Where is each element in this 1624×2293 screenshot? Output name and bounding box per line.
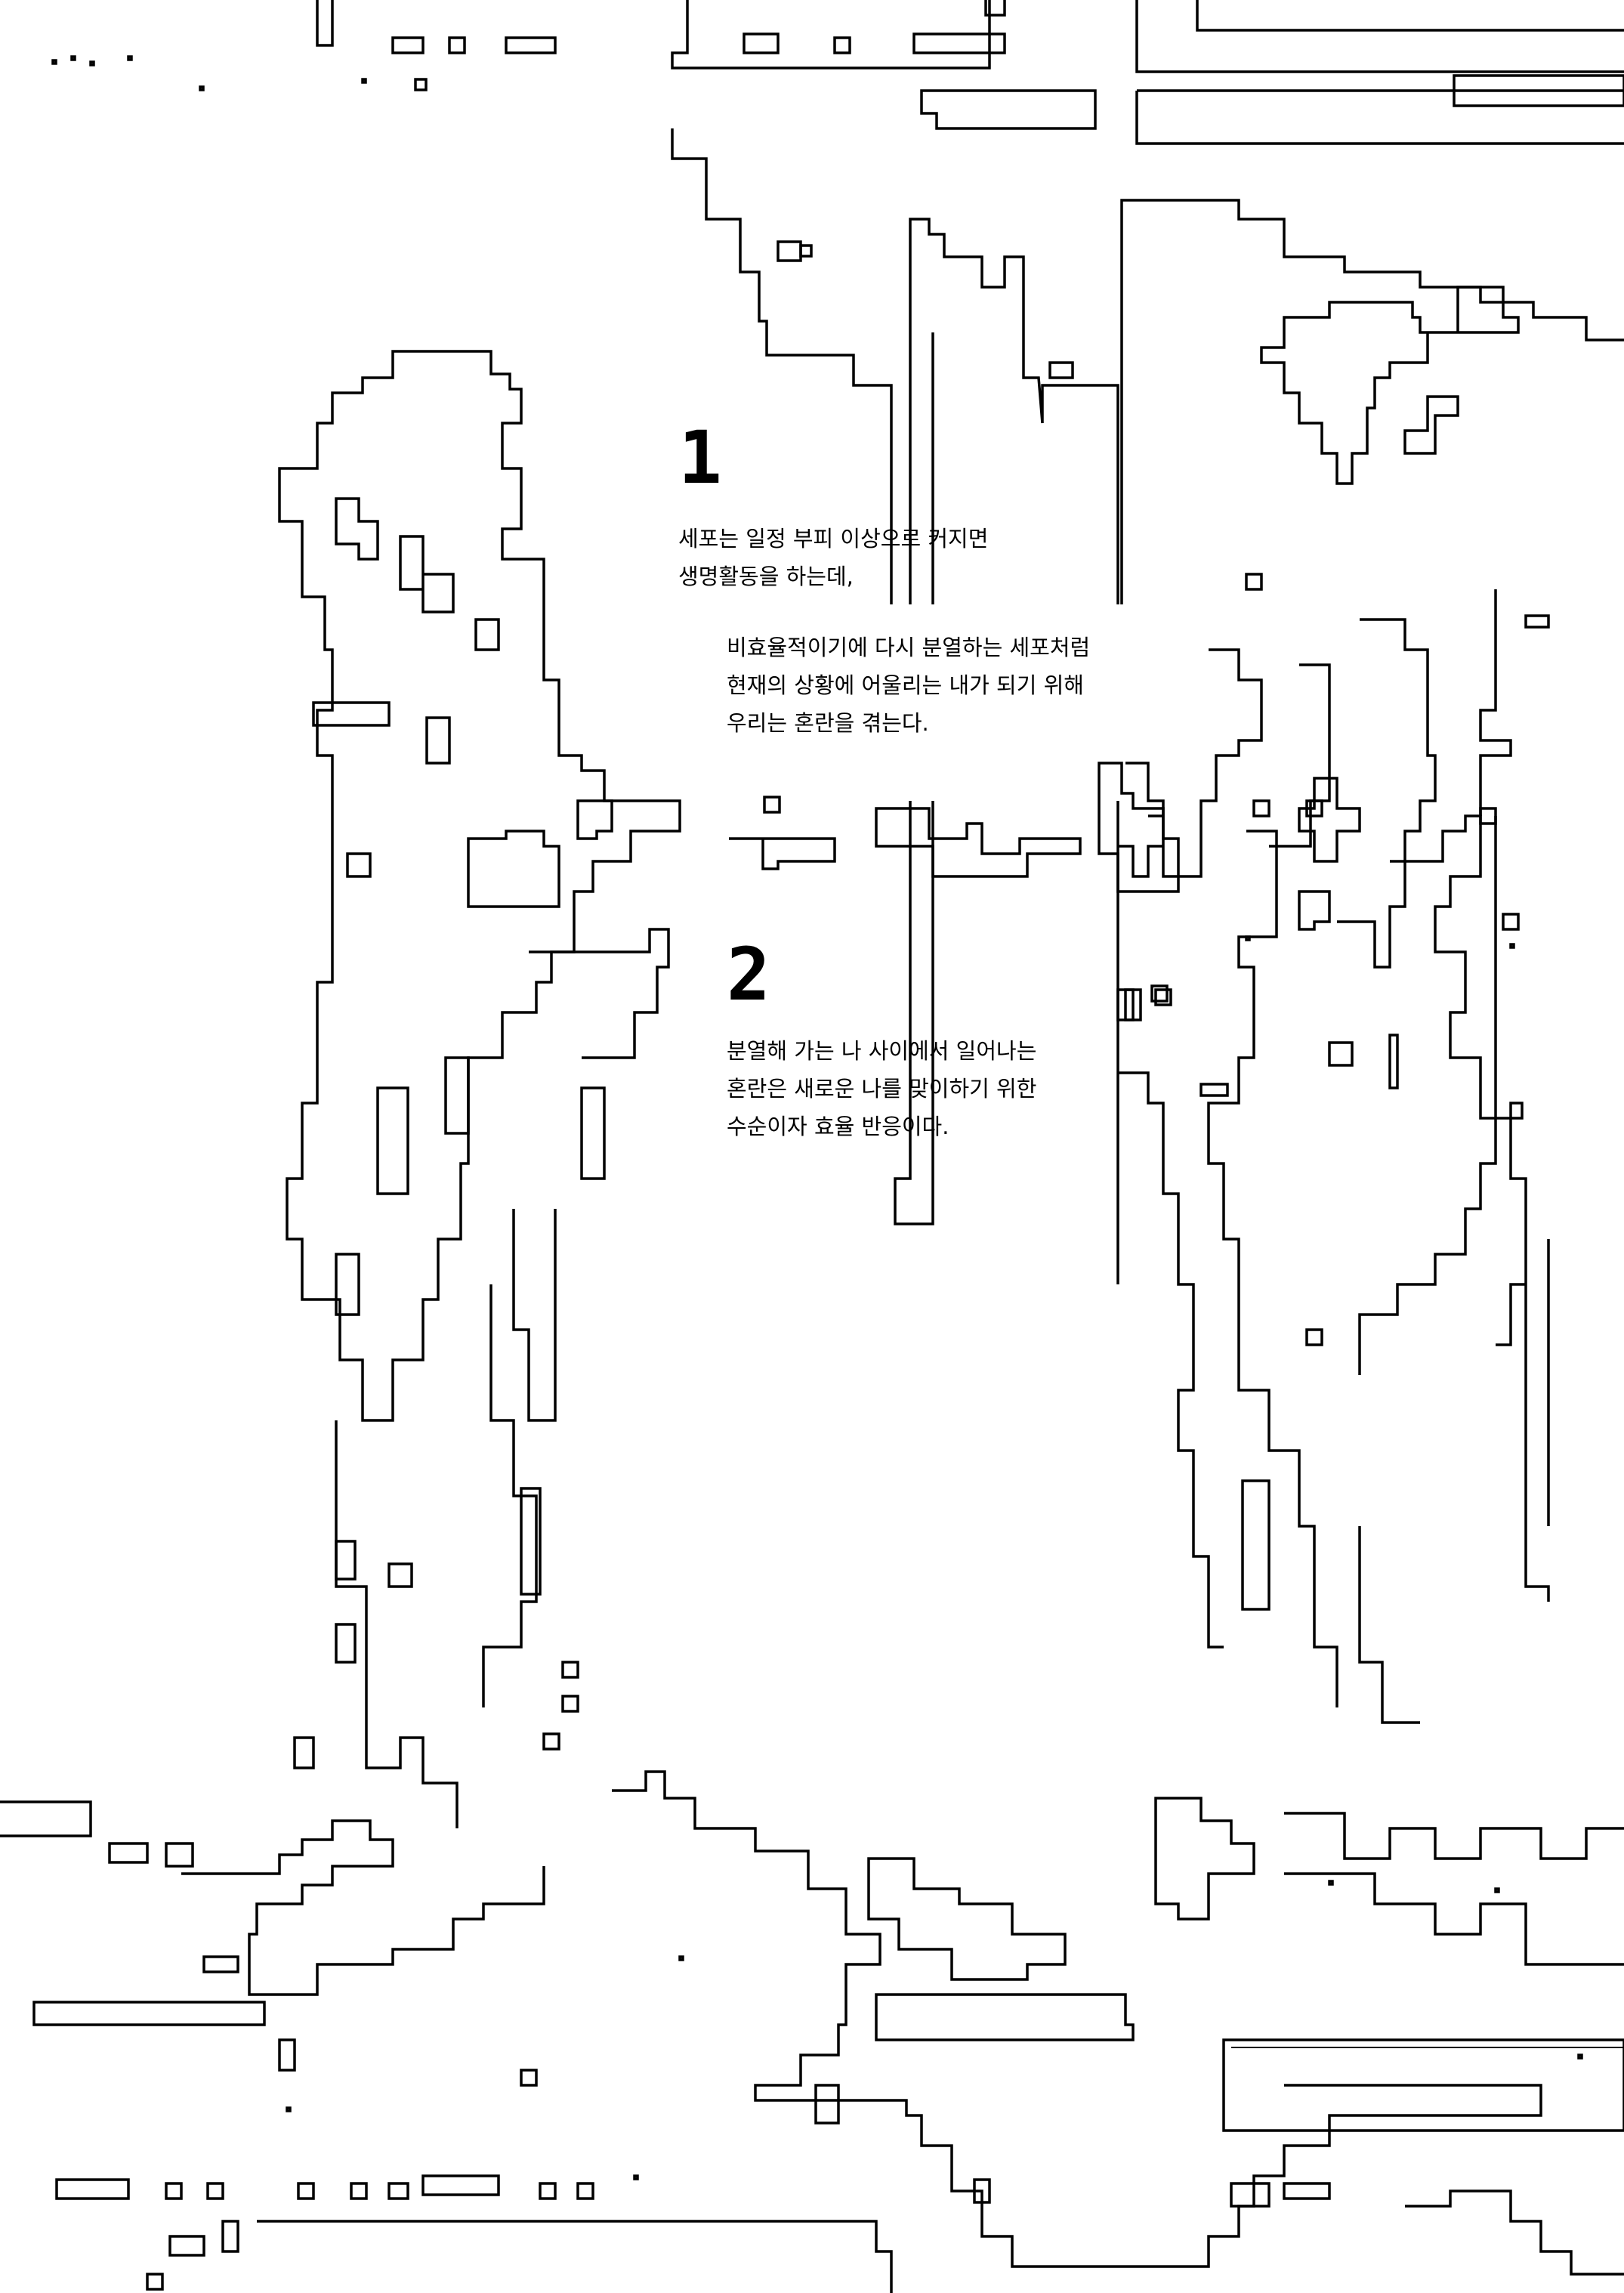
- tower-nub: [776, 240, 1074, 379]
- section-2-body-line: 수순이자 효율 반응이다.: [727, 1114, 949, 1139]
- bottom-band-center: [612, 1770, 1542, 2268]
- section-1-intro: 세포는 일정 부피 이상으로 커지면 생명활동을 하는데,: [678, 520, 988, 595]
- bottom-band-center-inner: [867, 1857, 1135, 2041]
- section-1-body-line: 비효율적이기에 다시 분열하는 세포처럼: [727, 635, 1091, 660]
- mid-right-bridge: [1098, 762, 1180, 893]
- section-2-body-line: 분열해 가는 나 사이에서 일어나는: [727, 1038, 1037, 1064]
- left-figure-head: [278, 350, 681, 1422]
- section-1-body-line: 우리는 혼란을 겪는다.: [727, 710, 929, 736]
- top-center-outline: [671, 0, 1006, 70]
- top-right-box: [1453, 74, 1624, 107]
- section-2-body: 분열해 가는 나 사이에서 일어나는 혼란은 새로운 나를 맞이하기 위한 수순…: [727, 1032, 1036, 1145]
- section-1-number: 1: [678, 416, 722, 500]
- right-figure-column: [1358, 589, 1550, 1724]
- center-slot-2: [1116, 984, 1169, 1021]
- section-1-body: 비효율적이기에 다시 분열하는 세포처럼 현재의 상황에 어울리는 내가 되기 …: [727, 629, 1090, 742]
- top-left-stub: [316, 0, 334, 47]
- right-figure-eyes: [1245, 395, 1550, 629]
- section-2-number: 2: [727, 932, 770, 1017]
- mid-left-bridge: [729, 796, 836, 870]
- section-2-body-line: 혼란은 새로운 나를 맞이하기 위한: [727, 1076, 1037, 1102]
- right-figure-shoulders: [1118, 618, 1437, 878]
- central-tower: [671, 128, 1624, 604]
- right-figure-slots: [1124, 799, 1524, 1611]
- mid-center-bridge: [875, 807, 1082, 878]
- right-figure-body: [1207, 814, 1550, 1707]
- section-1-body-line: 현재의 상황에 어울리는 내가 되기 위해: [727, 672, 1084, 698]
- top-left-blocks: [391, 36, 557, 54]
- left-figure-notch: [346, 799, 613, 878]
- left-figure-cloud: [467, 830, 560, 908]
- section-1-intro-line: 생명활동을 하는데,: [678, 564, 854, 589]
- right-figure-cross: [1298, 777, 1361, 863]
- section-1-intro-line: 세포는 일정 부피 이상으로 커지면: [678, 526, 989, 552]
- left-figure-face: [335, 497, 500, 651]
- left-figure-legs: [335, 1209, 557, 1828]
- speckle-dots: [51, 55, 1583, 2180]
- tower-inner-left: [894, 332, 934, 1225]
- bottom-band-right: [1154, 1797, 1624, 1966]
- bottom-rail: [257, 2189, 1624, 2293]
- top-center-ribbon: [920, 89, 1097, 130]
- left-figure-slot-a: [312, 701, 451, 765]
- bottom-band-left: [0, 1800, 545, 1996]
- left-figure-body: [376, 928, 670, 1195]
- bottom-right-frame: [1222, 2038, 1624, 2208]
- right-figure-head: [1260, 286, 1520, 485]
- left-figure-slots: [293, 1487, 579, 1769]
- top-right-frame: [1135, 0, 1624, 145]
- bottom-left-boxes: [55, 2038, 991, 2291]
- right-figure-arm-left: [1118, 1071, 1224, 1649]
- bottom-band-left-box: [32, 1955, 266, 2026]
